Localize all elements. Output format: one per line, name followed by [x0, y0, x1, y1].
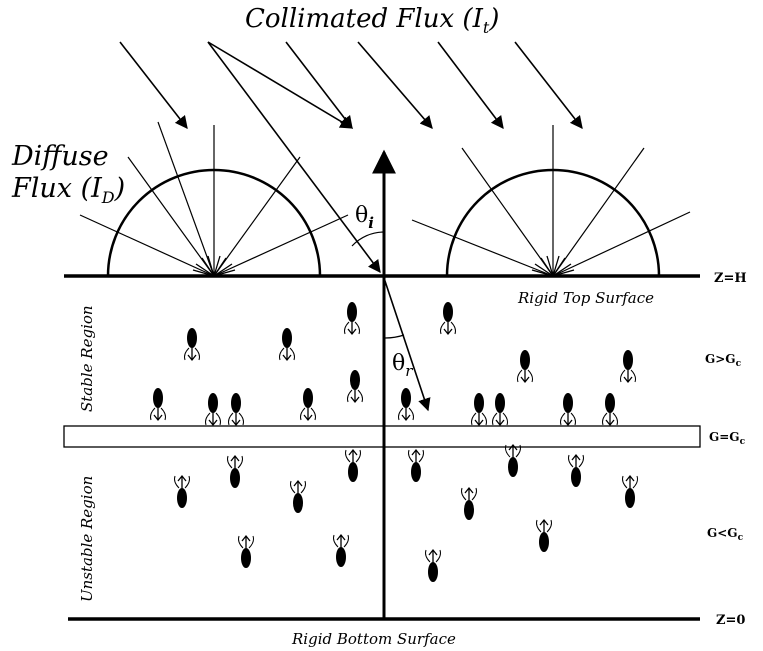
microorganism-down — [398, 388, 414, 422]
collimated-ray-2 — [207, 41, 354, 129]
microorganism-down — [440, 302, 456, 336]
collimated-ray-6 — [514, 41, 583, 130]
microorganism-down — [560, 393, 576, 427]
diffuse-flux-label-line2: Flux (ID) — [11, 173, 125, 207]
microorganism-down — [205, 393, 221, 427]
microorganism-down — [300, 388, 316, 422]
microorganism-up — [505, 443, 521, 477]
microorganism-down — [150, 388, 166, 422]
g-equal-label: G=Gc — [709, 430, 746, 447]
microorganism-up — [536, 518, 552, 552]
z-top-label: Z=H — [714, 271, 747, 286]
microorganism-down — [517, 350, 533, 384]
microorganism-up — [238, 534, 254, 568]
microorganism-down — [344, 302, 360, 336]
collimated-rays — [119, 41, 583, 274]
rigid-bottom-surface-label: Rigid Bottom Surface — [291, 630, 456, 648]
diffuse-hemisphere-right — [411, 125, 691, 277]
collimated-ray-5 — [437, 41, 504, 130]
microorganism-up — [333, 533, 349, 567]
unstable-region-label: Unstable Region — [78, 476, 96, 602]
microorganism-up — [622, 474, 638, 508]
microorganism-down — [602, 393, 618, 427]
diffuse-flux-label-line1: Diffuse — [11, 141, 109, 172]
incident-angle-label: θi — [355, 203, 374, 232]
microorganism-up — [174, 474, 190, 508]
rigid-top-surface-label: Rigid Top Surface — [517, 289, 654, 307]
g-greater-label: G>Gc — [705, 352, 742, 369]
microorganism-down — [347, 370, 363, 404]
incident-ray — [207, 41, 381, 274]
microorganism-up — [345, 448, 361, 482]
microorganism-up — [290, 479, 306, 513]
collimated-flux-title: Collimated Flux (It) — [245, 4, 499, 37]
microorganism-down — [471, 393, 487, 427]
refracted-ray — [383, 277, 431, 412]
microorganism-down — [279, 328, 295, 362]
refracted-angle-label: θr — [392, 351, 413, 380]
collimated-ray-4 — [357, 41, 433, 129]
refracted-angle-arc — [383, 334, 405, 339]
microorganism-up — [227, 454, 243, 488]
microorganism-up — [408, 448, 424, 482]
microorganism-down — [184, 328, 200, 362]
incident-angle-arc — [351, 231, 385, 247]
microorganism-down — [228, 393, 244, 427]
critical-layer-box — [63, 425, 701, 448]
microorganisms — [150, 302, 638, 582]
g-less-label: G<Gc — [707, 526, 744, 543]
collimated-ray-1 — [119, 41, 188, 130]
microorganism-up — [461, 486, 477, 520]
microorganism-down — [620, 350, 636, 384]
microorganism-up — [568, 453, 584, 487]
stable-region-label: Stable Region — [78, 305, 96, 412]
microorganism-up — [425, 548, 441, 582]
diffuse-hemisphere-left — [79, 121, 349, 277]
z-bottom-label: Z=0 — [716, 613, 745, 628]
microorganism-down — [492, 393, 508, 427]
collimated-ray-3 — [285, 41, 353, 130]
